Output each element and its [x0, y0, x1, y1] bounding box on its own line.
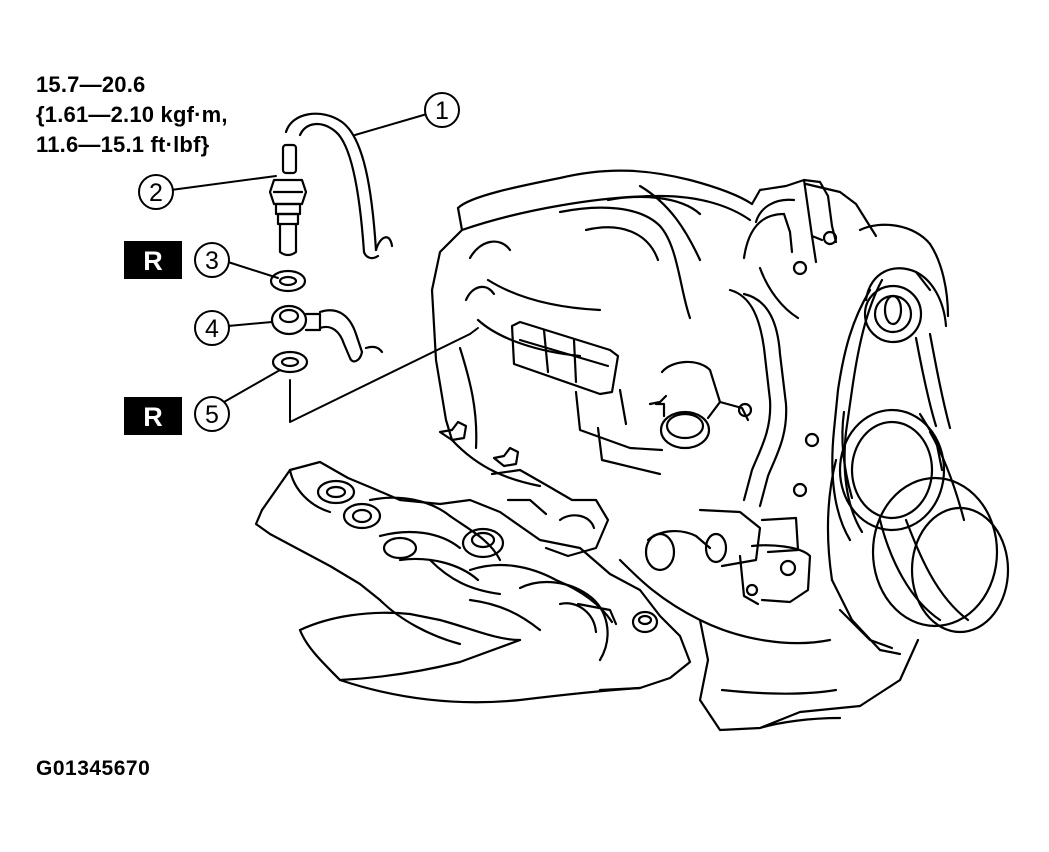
replace-badge-label: R [143, 246, 163, 276]
torque-spec: 15.7—20.6 {1.61—2.10 kgf·m, 11.6—15.1 ft… [36, 70, 228, 160]
hose-part [284, 112, 394, 260]
accessory-drive [742, 178, 1010, 656]
exhaust-manifold [254, 460, 692, 704]
fitting-part [268, 143, 308, 257]
callout-leaders [170, 113, 479, 423]
replace-badge-washer-lower: R [124, 397, 182, 435]
banjo-connector-part [270, 304, 384, 363]
torque-spec-ftlbf: 11.6—15.1 ft·lbf} [36, 132, 210, 157]
replace-badge-washer-upper: R [124, 241, 182, 279]
callout-1-label: 1 [435, 97, 449, 125]
callout-2-label: 2 [149, 179, 163, 207]
callout-4-label: 4 [205, 315, 219, 343]
washer-upper-part [269, 269, 307, 293]
callout-4 [194, 310, 230, 346]
figure-id: G01345670 [36, 757, 151, 780]
callout-1 [424, 92, 460, 128]
torque-spec-kgfm: {1.61—2.10 kgf·m, [36, 102, 228, 127]
callout-markers [138, 92, 460, 432]
callout-3-label: 3 [205, 247, 219, 275]
block-bolts [438, 230, 838, 498]
callout-5-label: 5 [205, 401, 219, 429]
replace-badge-label: R [143, 402, 163, 432]
callout-5 [194, 396, 230, 432]
washer-lower-part [271, 350, 309, 374]
engine-block [430, 169, 920, 732]
callout-3 [194, 242, 230, 278]
callout-2 [138, 174, 174, 210]
torque-spec-nm: 15.7—20.6 [36, 72, 146, 97]
